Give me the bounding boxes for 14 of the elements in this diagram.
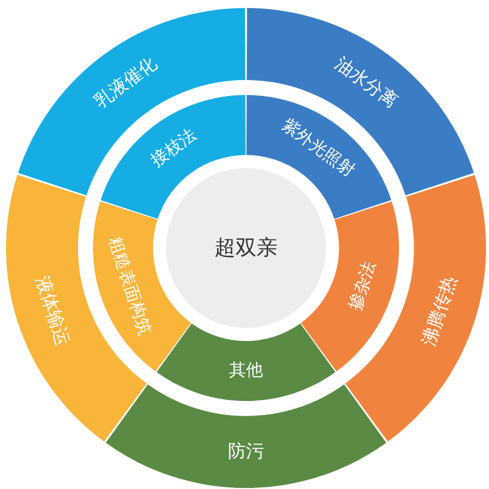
segment-label: 油水分离 xyxy=(330,54,401,112)
segment-label: 掺杂法 xyxy=(346,258,380,314)
ring-segment xyxy=(300,201,399,372)
segment-label: 紫外光照射 xyxy=(278,116,358,182)
segment-label: 乳液催化 xyxy=(91,54,162,112)
segment-label: 接枝法 xyxy=(148,126,200,172)
center-label: 超双亲 xyxy=(214,236,278,260)
ring-segment xyxy=(93,201,192,372)
segment-label: 沸腾传热 xyxy=(419,274,461,348)
segment-label: 其他 xyxy=(229,362,263,380)
segment-label: 液体输运 xyxy=(31,274,73,348)
ring-segment xyxy=(156,323,336,401)
segment-label: 粗糙表面构筑 xyxy=(104,234,154,338)
segment-label: 防污 xyxy=(228,442,264,462)
